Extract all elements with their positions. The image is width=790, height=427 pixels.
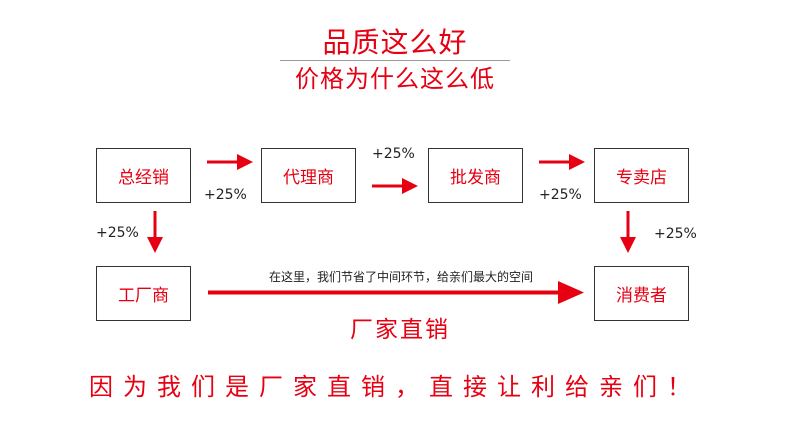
markup-wholesaler-to-store: +25% xyxy=(539,187,582,203)
page-subtitle: 价格为什么这么低 xyxy=(295,65,495,93)
node-general-distributor: 总经销 xyxy=(96,148,191,203)
slogan: 因为我们是厂家直销，直接让利给亲们！ xyxy=(89,373,701,401)
node-agent: 代理商 xyxy=(261,148,356,203)
arrow-agent-to-wholesaler xyxy=(372,178,418,194)
direct-note: 在这里，我们节省了中间环节，给亲们最大的空间 xyxy=(268,270,533,284)
markup-general-to-agent: +25% xyxy=(204,187,247,203)
node-label: 代理商 xyxy=(283,168,334,188)
node-label: 总经销 xyxy=(118,168,169,188)
markup-store-to-consumer: +25% xyxy=(654,226,697,242)
node-label: 专卖店 xyxy=(616,168,667,188)
markup-factory-to-general: +25% xyxy=(96,225,139,241)
node-label: 批发商 xyxy=(450,168,501,188)
node-label: 消费者 xyxy=(616,286,667,306)
direct-label: 厂家直销 xyxy=(350,317,450,343)
arrow-wholesaler-to-store xyxy=(539,154,585,170)
node-wholesaler: 批发商 xyxy=(428,148,523,203)
page-title: 品质这么好 xyxy=(322,26,468,59)
node-consumer: 消费者 xyxy=(594,266,689,321)
title-divider xyxy=(280,60,510,61)
node-factory: 工厂商 xyxy=(96,266,191,321)
arrow-store-to-consumer xyxy=(620,211,636,253)
arrow-general-to-agent xyxy=(207,154,253,170)
node-label: 工厂商 xyxy=(118,286,169,306)
markup-agent-to-wholesaler: +25% xyxy=(372,146,415,162)
arrow-factory-to-consumer xyxy=(208,281,584,304)
node-store: 专卖店 xyxy=(594,148,689,203)
arrow-factory-to-general xyxy=(147,211,163,253)
